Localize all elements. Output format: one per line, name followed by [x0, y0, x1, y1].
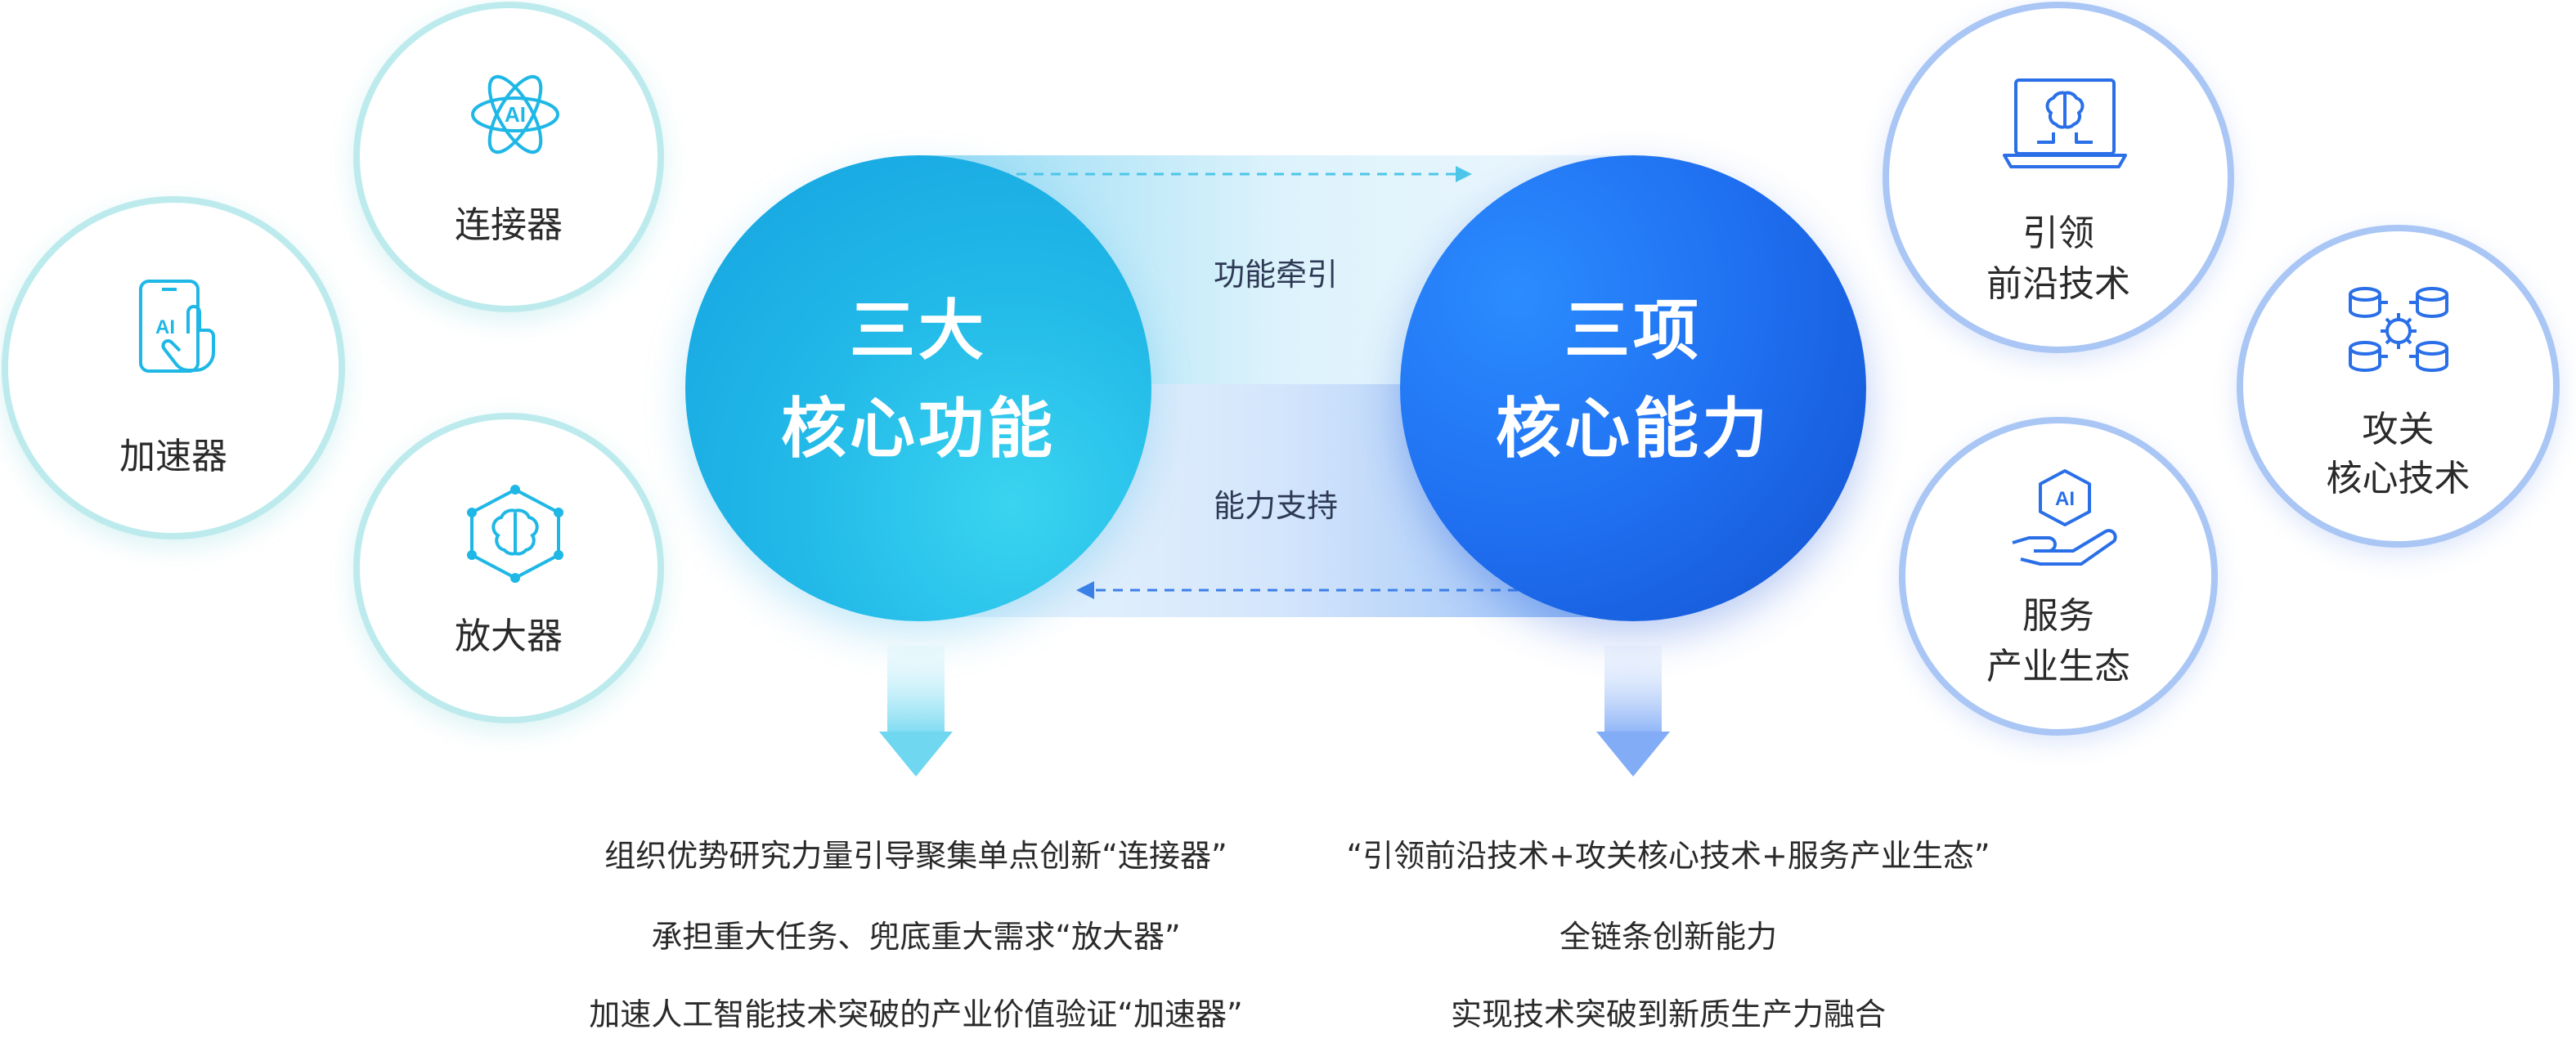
satellite-label-line1: 服务 [2022, 595, 2094, 637]
right-description-2: 全链条创新能力 [1559, 919, 1777, 955]
satellite-label: 放大器 [455, 616, 563, 657]
band-label-top: 功能牵引 [1213, 257, 1338, 293]
left-description-2: 承担重大任务、兜底重大需求“放大器” [651, 919, 1181, 955]
left-main-title-1: 三大 [850, 293, 987, 369]
atom-ai-icon: AI [471, 74, 559, 154]
phone-touch-ai-icon: AI [139, 280, 215, 373]
left-main-title-2: 核心功能 [781, 391, 1056, 467]
hand-ai-icon: AI [2012, 469, 2117, 566]
arrowhead-right-icon [1456, 166, 1472, 182]
right-description-1: “引领前沿技术+攻关核心技术+服务产业生态” [1346, 838, 1990, 874]
database-gear-icon [2349, 287, 2448, 372]
svg-text:AI: AI [505, 102, 526, 127]
satellite-label-line1: 引领 [2022, 213, 2094, 254]
arrowhead-left-icon [1076, 581, 1094, 599]
satellite-label-line2: 核心技术 [2326, 458, 2471, 499]
satellite-serve-industry-ecosystem: AI 服务 产业生态 [1899, 417, 2218, 736]
satellite-connector: AI 连接器 [353, 2, 664, 312]
right-main-title-1: 三项 [1564, 293, 1702, 369]
satellite-accelerator: AI 加速器 [2, 196, 345, 539]
svg-text:AI: AI [2055, 488, 2075, 510]
satellite-label: 加速器 [119, 436, 227, 477]
left-description-3: 加速人工智能技术突破的产业价值验证“加速器” [589, 996, 1243, 1032]
satellite-lead-frontier-tech: 引领 前沿技术 [1883, 2, 2234, 353]
svg-text:AI: AI [155, 316, 175, 338]
satellite-label: 连接器 [455, 204, 563, 246]
band-label-bottom: 能力支持 [1213, 488, 1338, 524]
satellite-label-line2: 前沿技术 [1986, 263, 2130, 305]
satellite-amplifier: 放大器 [353, 413, 664, 723]
down-arrow-left-icon [879, 646, 953, 777]
satellite-label-line2: 产业生态 [1986, 646, 2130, 687]
three-core-functions-circle: 三大 核心功能 [685, 155, 1151, 621]
right-main-title-2: 核心能力 [1496, 391, 1770, 467]
down-arrow-right-icon [1596, 646, 1670, 777]
laptop-brain-icon [2003, 78, 2127, 168]
satellite-label-line1: 攻关 [2362, 409, 2435, 450]
brain-network-icon [467, 485, 563, 583]
right-description-3: 实现技术突破到新质生产力融合 [1450, 996, 1886, 1032]
left-description-1: 组织优势研究力量引导聚集单点创新“连接器” [604, 838, 1227, 874]
three-core-capabilities-circle: 三项 核心能力 [1400, 155, 1866, 621]
satellite-tackle-core-tech: 攻关 核心技术 [2237, 225, 2560, 548]
